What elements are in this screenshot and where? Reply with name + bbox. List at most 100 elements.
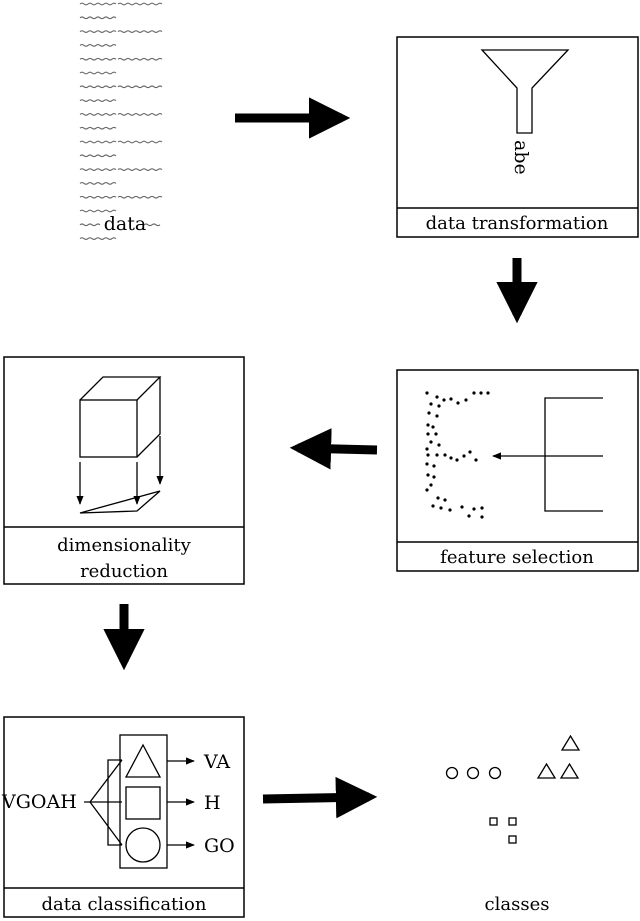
scatter-point [425, 488, 429, 492]
data-squiggle [79, 140, 117, 144]
scatter-point [474, 458, 478, 462]
data-squiggle [143, 223, 161, 227]
scatter-point [443, 498, 447, 502]
scatter-point [432, 475, 436, 479]
class-circles [445, 766, 502, 780]
scatter-point [449, 397, 453, 401]
classification-box [3, 716, 245, 918]
data-squiggle [79, 195, 117, 199]
scatter-point [479, 391, 483, 395]
data-squiggle [79, 113, 117, 116]
scatter-point [431, 504, 435, 508]
scatter-point [435, 395, 439, 399]
data-label: data [104, 213, 146, 235]
data-squiggle [117, 168, 163, 171]
flow-arrow-classification-to-classes [262, 776, 378, 819]
scatter-point [480, 506, 484, 510]
funnel-label: abe [510, 140, 532, 175]
reduction-box [3, 356, 245, 585]
funnel-icon [480, 49, 570, 134]
scatter-point [442, 398, 446, 402]
scatter-point [472, 391, 476, 395]
scatter-point [455, 458, 459, 462]
data-squiggle [117, 2, 163, 6]
data-squiggle [79, 99, 117, 102]
data-squiggle [79, 126, 117, 130]
data-squiggle [79, 154, 117, 158]
selection-box [396, 369, 639, 572]
scatter-point [435, 414, 439, 418]
data-squiggle [79, 16, 117, 20]
scatter-point [431, 425, 435, 429]
scatter-point [429, 440, 433, 444]
scatter-point [464, 398, 468, 402]
scatter-point [437, 443, 441, 447]
classifier-square-icon [125, 786, 161, 820]
classification-caption: data classification [42, 894, 207, 915]
transformation-box [396, 36, 639, 238]
scatter-point [432, 464, 436, 468]
scatter-point [448, 508, 452, 512]
scatter-point [472, 507, 476, 511]
scatter-point [425, 391, 429, 395]
scatter-point [429, 483, 433, 487]
scatter-point [468, 450, 472, 454]
output-label-h: H [204, 792, 221, 814]
data-squiggle [79, 2, 117, 6]
classifier-input: VGOAH [1, 791, 77, 813]
data-squiggle [79, 57, 117, 61]
data-text-block [79, 2, 163, 240]
scatter-point [456, 401, 460, 405]
data-squiggle [79, 85, 117, 89]
data-squiggle [79, 44, 117, 47]
scatter-point [425, 462, 429, 466]
scatter-point [443, 453, 447, 457]
selection-caption: feature selection [440, 547, 594, 568]
input-fan-lines [84, 759, 123, 846]
scatter-point [486, 391, 490, 395]
cube-icon [79, 376, 162, 458]
scatter-point [425, 447, 429, 451]
scatter-point [426, 423, 430, 427]
data-squiggle [79, 182, 117, 185]
data-squiggle [117, 140, 163, 144]
data-squiggle [117, 30, 163, 33]
data-squiggle [79, 223, 101, 227]
scatter-point [427, 411, 431, 415]
data-squiggle [79, 168, 117, 171]
scatter-point [429, 402, 433, 406]
output-label-go: GO [204, 835, 235, 857]
scatter-point [460, 505, 464, 509]
scatter-points [425, 391, 490, 519]
class-triangles [536, 734, 581, 779]
reduction-caption-line1: dimensionality [57, 535, 191, 556]
data-squiggle [117, 195, 163, 199]
data-squiggle [79, 71, 117, 75]
scatter-point [467, 514, 471, 518]
flow-arrow-selection-to-reduction [289, 428, 378, 470]
scatter-point [439, 506, 443, 510]
output-arrows [167, 757, 195, 849]
scatter-point [462, 454, 466, 458]
scatter-point [426, 432, 430, 436]
scatter-point [437, 404, 441, 408]
classifier-triangle-icon [124, 743, 162, 778]
reduction-caption-line2: reduction [80, 561, 168, 582]
scatter-point [434, 432, 438, 436]
scatter-point [480, 515, 484, 519]
data-squiggle [79, 30, 117, 33]
projection-plane-icon [79, 490, 161, 514]
scatter-point [436, 496, 440, 500]
classes-label: classes [485, 894, 550, 915]
scatter-point [426, 473, 430, 477]
scatter-point [426, 453, 430, 457]
classifier-circle-icon [125, 827, 161, 863]
data-squiggle [79, 237, 117, 240]
data-squiggle [117, 113, 163, 116]
feature-bracket-icon [544, 397, 603, 512]
output-label-va: VA [203, 751, 230, 773]
class-squares [489, 817, 517, 844]
scatter-point [435, 453, 439, 457]
